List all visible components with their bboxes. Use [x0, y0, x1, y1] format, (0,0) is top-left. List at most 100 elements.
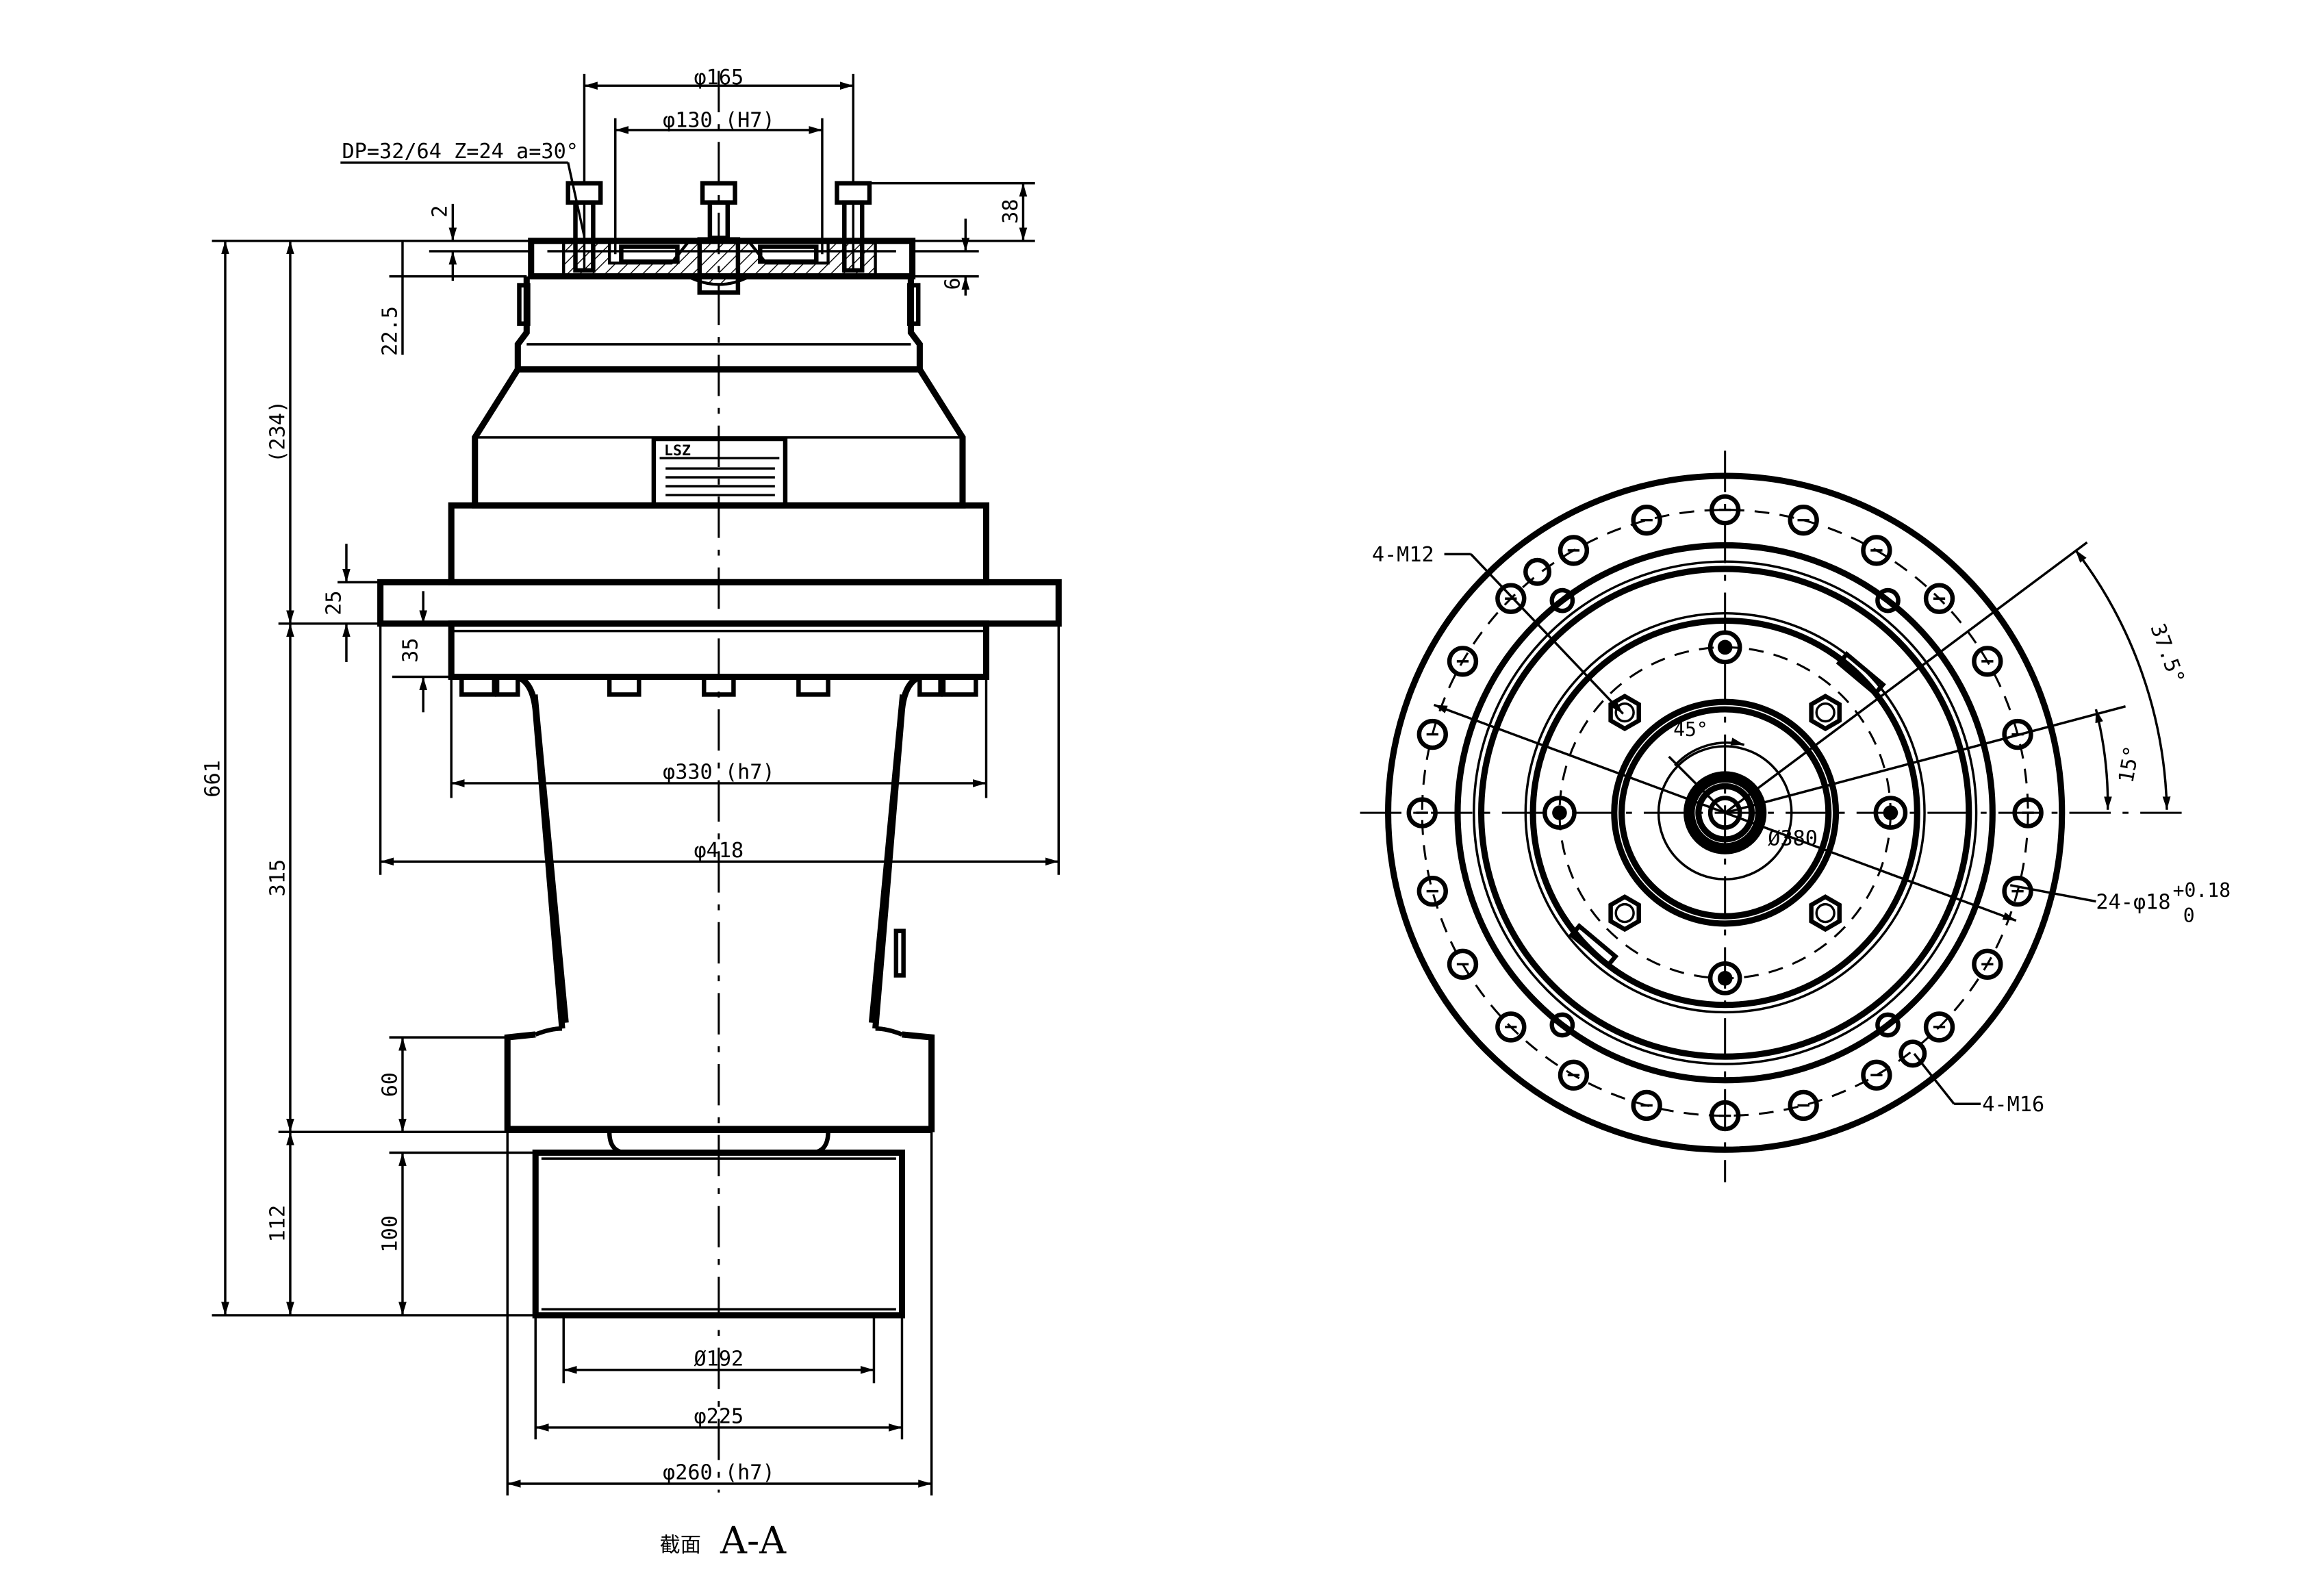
top-stud-center	[700, 181, 737, 240]
end-24-hole-pattern	[1406, 494, 2044, 1132]
dim-112-label: 112	[266, 1205, 290, 1243]
section-view: LSZ	[201, 66, 1062, 1562]
dim-2: 2	[429, 203, 531, 281]
section-caption-cjk: 截面	[660, 1533, 701, 1557]
dim-d130: φ130 (H7)	[614, 109, 824, 255]
angle-45: 45°	[1668, 718, 1745, 814]
tapered-body	[516, 674, 922, 1037]
callout-4-m16: 4-M16	[1913, 1052, 2044, 1117]
dim-d165: φ165	[583, 66, 854, 183]
dim-d260: φ260 (h7)	[506, 1132, 933, 1496]
dim-d130-label: φ130 (H7)	[663, 109, 775, 133]
nameplate-brand: LSZ	[664, 442, 691, 459]
flange-hole	[1558, 1059, 1590, 1091]
flange-hole	[1495, 583, 1527, 614]
flange-hole	[1788, 1089, 1819, 1122]
flange-hole	[1861, 1059, 1892, 1091]
nameplate: LSZ	[651, 436, 788, 508]
dim-100-label: 100	[378, 1215, 402, 1253]
section-caption-id: A-A	[720, 1519, 787, 1562]
dim-d225-label: φ225	[694, 1404, 744, 1428]
label-tol-upper: +0.18	[2173, 879, 2231, 902]
dim-d192-label: Ø192	[694, 1347, 744, 1371]
flange-hole	[1710, 494, 1741, 526]
flange-hole	[1923, 1011, 1955, 1043]
dim-25-label: 25	[322, 590, 346, 615]
dim-38-label: 38	[999, 199, 1023, 223]
label-24-holes: 24-φ18	[2096, 890, 2170, 914]
end-keyway-slots	[1568, 650, 1886, 969]
flange-hole	[1972, 948, 2003, 980]
flange-hole	[1710, 1100, 1741, 1132]
pcd-hole	[1875, 587, 1901, 613]
end-view: 4-M12 4-M16 Ø380 24-φ18 +0.18 0 45° 15°	[1360, 451, 2231, 1182]
top-flange	[528, 237, 916, 295]
extension-lines	[212, 181, 1035, 1317]
callout-4-m12: 4-M12	[1372, 543, 1624, 715]
flange-hole	[1631, 505, 1662, 536]
dim-6-label: 6	[941, 277, 965, 290]
dim-d165-label: φ165	[694, 66, 744, 90]
dim-d418-label: φ418	[694, 839, 744, 863]
dim-60-label: 60	[378, 1072, 402, 1097]
flange-hole	[1447, 646, 1479, 677]
m12-nut	[1608, 694, 1641, 732]
flange-hole	[1861, 535, 1892, 566]
flange-hole	[2002, 875, 2033, 907]
dim-35-label: 35	[399, 637, 423, 662]
inner-bolt	[1707, 630, 1742, 665]
dim-d330-label: φ330 (h7)	[663, 760, 775, 784]
dim-22-5: 22.5	[378, 240, 404, 356]
end-small-hole-pattern	[1549, 587, 1901, 1038]
dim-234-label: (234)	[266, 401, 290, 463]
bolt-heads-row	[459, 674, 978, 697]
flange-hole	[1788, 505, 1819, 536]
pcd-hole	[1875, 1012, 1901, 1038]
dim-d192: Ø192	[562, 1315, 876, 1384]
flange-hole	[1447, 948, 1479, 980]
dim-25: 25	[322, 544, 351, 662]
dim-6: 6	[941, 218, 970, 296]
callout-24-holes: 24-φ18 +0.18 0	[2009, 879, 2231, 927]
dim-22-5-label: 22.5	[378, 306, 402, 356]
dim-661: 661	[201, 240, 229, 1315]
label-angle-15: 15°	[2114, 744, 2144, 785]
dim-d418: φ418	[379, 623, 1060, 875]
flange-hole	[1558, 535, 1590, 566]
dim-2-label: 2	[429, 205, 453, 218]
end-m16-holes	[1523, 557, 1927, 1068]
dim-d225: φ225	[534, 1315, 904, 1440]
pcd-hole	[1549, 587, 1575, 613]
output-drum	[532, 1149, 906, 1319]
flange-hole	[1417, 718, 1448, 750]
flange-hole	[1631, 1089, 1662, 1122]
dim-315: 315	[266, 623, 294, 1132]
gear-spec-label: DP=32/64 Z=24 a=30°	[342, 140, 579, 164]
label-angle-37-5: 37.5°	[2145, 620, 2189, 687]
m12-nut	[1608, 894, 1641, 933]
flange-hole	[1972, 646, 2003, 677]
m12-nut	[1809, 894, 1842, 933]
dim-38: 38	[999, 183, 1028, 241]
label-4-m12: 4-M12	[1372, 543, 1434, 567]
dim-661-label: 661	[201, 760, 225, 798]
dim-234: (234)	[266, 240, 294, 624]
m12-nut	[1809, 694, 1842, 732]
dim-d330: φ330 (h7)	[450, 676, 988, 798]
label-4-m16: 4-M16	[1982, 1093, 2044, 1117]
flange-hole	[1495, 1011, 1527, 1043]
flange-hole	[1923, 583, 1955, 614]
dim-35: 35	[399, 591, 428, 713]
dim-d260-label: φ260 (h7)	[663, 1460, 775, 1484]
dim-100: 100	[378, 1152, 407, 1315]
pcd-hole	[1549, 1012, 1575, 1038]
dim-112: 112	[266, 1132, 294, 1315]
dim-60: 60	[378, 1037, 407, 1132]
dim-315-label: 315	[266, 859, 290, 897]
label-angle-45: 45°	[1673, 718, 1708, 741]
inner-bolt	[1707, 961, 1742, 996]
flange-hole	[1417, 875, 1448, 907]
section-caption: 截面 A-A	[660, 1519, 787, 1562]
gear-spec-callout: DP=32/64 Z=24 a=30°	[340, 140, 586, 237]
